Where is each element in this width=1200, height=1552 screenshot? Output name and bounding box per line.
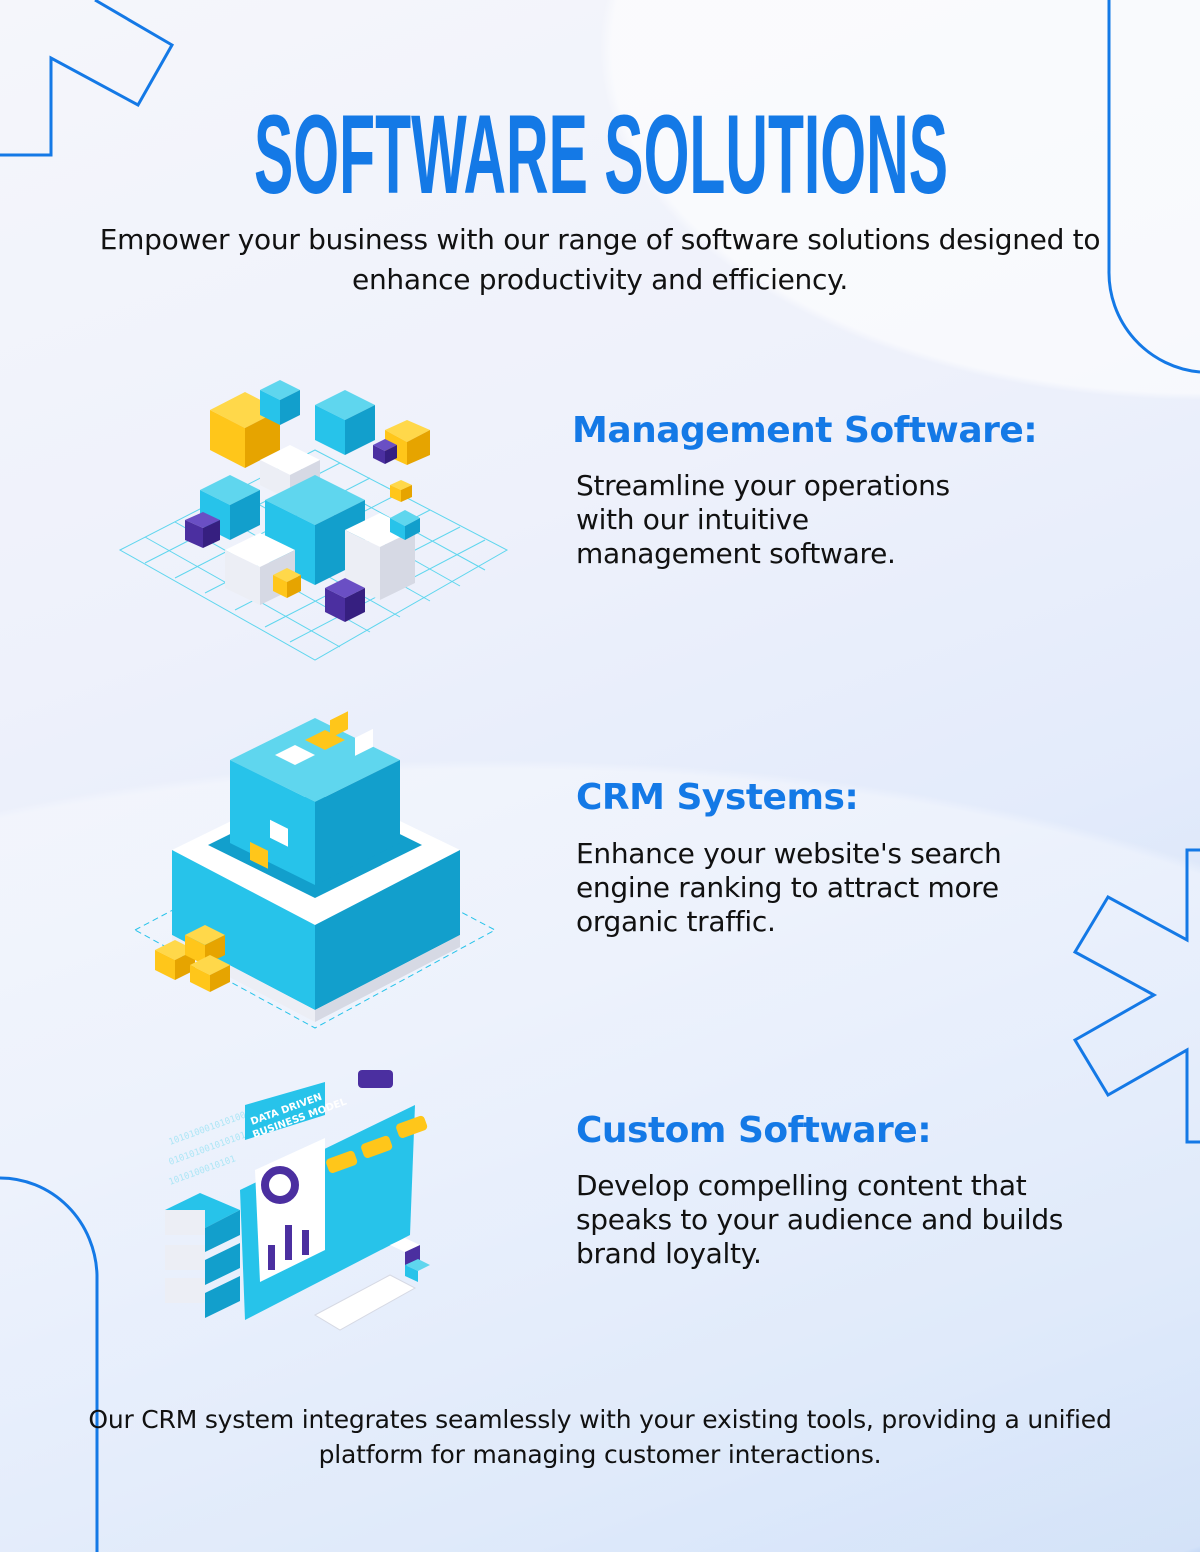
decorative-zigzag-top-left — [0, 0, 175, 157]
illustration-management-software — [118, 380, 509, 661]
server-stack — [165, 1193, 240, 1318]
section-description-management-software: Streamline your operations with our intu… — [576, 469, 950, 570]
illustration-crm-systems — [133, 711, 497, 1029]
page-title: SOFTWARE SOLUTIONS — [254, 105, 948, 205]
cubes — [185, 380, 430, 622]
section-description-custom-software: Develop compelling content that speaks t… — [576, 1169, 1064, 1270]
decorative-star-right — [1072, 848, 1200, 1144]
page-subtitle: Empower your business with our range of … — [99, 223, 1101, 296]
section-heading-management-software: Management Software: — [572, 410, 1038, 451]
decorative-arc-top-right — [1107, 0, 1200, 374]
section-description-crm-systems: Enhance your website's search engine ran… — [576, 837, 1002, 938]
section-heading-custom-software: Custom Software: — [576, 1110, 932, 1151]
illustration-custom-software: 1010100010101000101101010101001010101010… — [165, 1070, 430, 1331]
decorative-arc-bottom-left — [0, 1176, 99, 1552]
section-heading-crm-systems: CRM Systems: — [576, 777, 859, 818]
footer-text: Our CRM system integrates seamlessly wit… — [88, 1405, 1112, 1469]
page-title-text: SOFTWARE SOLUTIONS — [254, 105, 948, 205]
